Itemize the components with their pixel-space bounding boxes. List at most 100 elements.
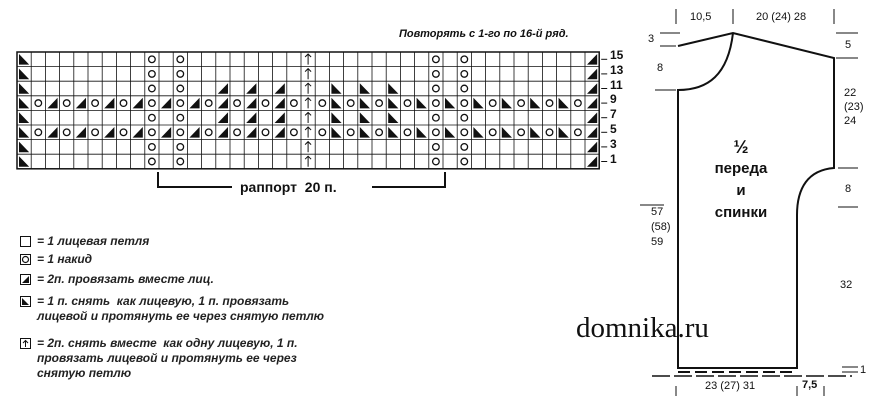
double-decrease-icon <box>304 155 312 167</box>
yarn-over-icon <box>517 99 526 108</box>
yarn-over-icon <box>460 84 469 93</box>
yarn-over-icon <box>346 128 355 137</box>
k2tog-icon <box>189 97 200 109</box>
yarn-over-icon <box>431 84 440 93</box>
k2tog-icon <box>161 127 172 138</box>
k2tog-icon <box>132 127 143 138</box>
double-decrease-icon <box>304 140 312 153</box>
knit-square-icon <box>20 236 31 247</box>
yarn-over-icon <box>261 99 270 108</box>
k2tog-icon <box>217 127 228 138</box>
yarn-over-icon <box>261 128 270 137</box>
ssk-icon <box>331 83 342 94</box>
k2tog-icon <box>104 97 115 109</box>
k2tog-icon <box>587 54 598 65</box>
yarn-over-icon <box>431 142 440 151</box>
yarn-over-icon <box>34 99 43 108</box>
ssk-icon <box>19 112 30 123</box>
yarn-over-icon <box>176 55 185 64</box>
ssk-icon <box>530 97 541 109</box>
ssk-icon <box>331 97 342 109</box>
measure-top-right: 20 (24) 28 <box>756 11 807 23</box>
yarn-over-icon <box>91 128 100 137</box>
yarn-over-icon <box>460 99 469 108</box>
row-number: 5 <box>610 122 617 136</box>
ssk-icon <box>19 141 30 153</box>
yarn-over-icon <box>460 142 469 151</box>
ssk-icon <box>331 127 342 138</box>
double-decrease-icon <box>304 53 312 65</box>
row-number: 13 <box>610 63 624 77</box>
measure-neck-top: 3 <box>648 33 655 45</box>
row-number: 1 <box>610 152 617 166</box>
yarn-over-icon <box>573 99 582 108</box>
yarn-over-icon <box>176 113 185 122</box>
yarn-over-icon <box>176 99 185 108</box>
yarn-over-icon <box>20 254 31 265</box>
ssk-icon <box>19 97 30 109</box>
yarn-over-icon <box>289 99 298 108</box>
ssk-icon <box>19 156 30 167</box>
k2tog-icon <box>246 97 257 109</box>
measure-bottom-right: 7,5 <box>802 379 818 391</box>
garment-outline <box>677 31 835 369</box>
k2tog-icon <box>587 83 598 94</box>
measure-armhole-lower: 8 <box>845 183 852 195</box>
yarn-over-icon <box>545 99 554 108</box>
yarn-over-icon <box>204 99 213 108</box>
yarn-over-icon <box>460 113 469 122</box>
k2tog-icon <box>274 127 285 138</box>
yarn-over-icon <box>431 99 440 108</box>
yarn-over-icon <box>147 113 156 122</box>
k2tog-icon <box>246 112 257 123</box>
yarn-over-icon <box>233 99 242 108</box>
repeat-note: Повторять с 1-го по 16-й ряд. <box>399 28 569 40</box>
ssk-icon <box>331 112 342 123</box>
ssk-icon <box>19 54 30 65</box>
row-number: 11 <box>610 78 623 92</box>
measure-side-lower: 32 <box>840 279 853 291</box>
row-number: 7 <box>610 107 617 121</box>
yarn-over-icon <box>573 128 582 137</box>
k2tog-icon <box>217 83 228 94</box>
ssk-icon <box>19 68 30 80</box>
measure-shoulder-drop: 5 <box>845 39 852 51</box>
yarn-over-icon <box>289 128 298 137</box>
k2tog-icon <box>20 274 31 285</box>
row-number: 15 <box>610 48 624 62</box>
k2tog-icon <box>217 97 228 109</box>
ssk-icon <box>416 127 427 138</box>
yarn-over-icon <box>460 128 469 137</box>
k2tog-icon <box>75 97 86 109</box>
k2tog-icon <box>246 127 257 138</box>
yarn-over-icon <box>147 55 156 64</box>
yarn-over-icon <box>147 128 156 137</box>
chart-grid <box>16 51 600 170</box>
k2tog-icon <box>161 97 172 109</box>
yarn-over-icon <box>375 99 384 108</box>
ssk-icon <box>359 127 370 138</box>
yarn-over-icon <box>176 142 185 151</box>
ssk-icon <box>558 127 569 138</box>
yarn-over-icon <box>488 128 497 137</box>
yarn-over-icon <box>119 128 128 137</box>
ssk-icon <box>473 127 484 138</box>
ssk-icon <box>501 97 512 109</box>
ssk-icon <box>501 127 512 138</box>
measure-neck-depth: 8 <box>657 62 664 74</box>
row-number: 3 <box>610 137 617 151</box>
measure-bottom: 23 (27) 31 <box>705 380 756 392</box>
yarn-over-icon <box>233 128 242 137</box>
yarn-over-icon <box>431 128 440 137</box>
yarn-over-icon <box>204 128 213 137</box>
ssk-icon <box>359 97 370 109</box>
k2tog-icon <box>75 127 86 138</box>
ssk-icon <box>359 83 370 94</box>
yarn-over-icon <box>34 128 43 137</box>
yarn-over-icon <box>147 157 156 166</box>
yarn-over-icon <box>62 99 71 108</box>
ssk-icon <box>388 97 399 109</box>
yarn-over-icon <box>176 84 185 93</box>
garment-label: ½ переда и спинки <box>714 137 768 221</box>
k2tog-icon <box>47 127 58 138</box>
